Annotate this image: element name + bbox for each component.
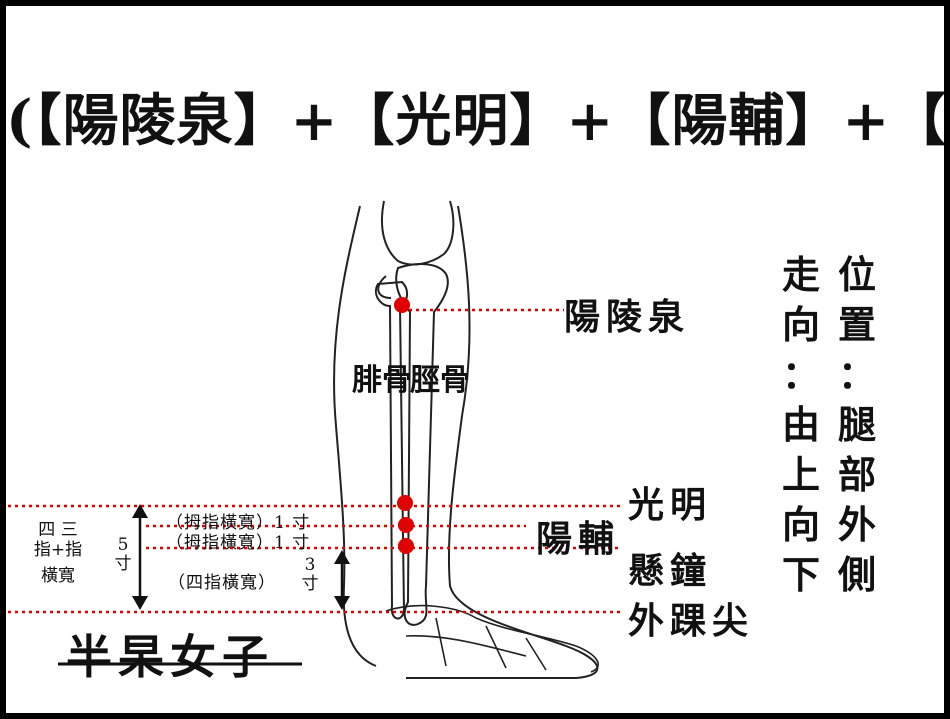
label-four-finger: （四指橫寬） xyxy=(168,573,276,593)
label-thumb-width-1: （拇指橫寬）1 寸 xyxy=(166,513,311,533)
finger-group-mid: 指+指 xyxy=(33,540,83,560)
info-direction-char: 向 xyxy=(781,302,820,347)
info-direction-char: 走 xyxy=(781,252,820,297)
info-position-char: 外 xyxy=(837,502,876,547)
finger-group-bottom: 橫寬 xyxy=(41,566,75,586)
diagram-title: (【陽陵泉】+【光明】+【陽輔】+【懸鐘】) xyxy=(6,88,944,154)
guide-lines xyxy=(8,308,622,614)
info-direction-char: 由 xyxy=(781,402,820,447)
info-position-char: 腿 xyxy=(837,402,876,447)
info-direction-char: ： xyxy=(781,352,820,397)
foot-bones xyxy=(385,604,599,673)
info-direction-char: 向 xyxy=(781,502,820,547)
point-guangming xyxy=(397,495,413,511)
info-position-char: 置 xyxy=(837,302,876,347)
leg-outline xyxy=(333,200,599,679)
point-xuanzhong xyxy=(398,538,414,554)
point-yangfu xyxy=(398,517,414,533)
label-finger-group: 四 三 指+指 橫寬 xyxy=(16,520,100,586)
label-thumb-width-2: （拇指橫寬）1 寸 xyxy=(166,533,311,553)
finger-group-top: 四 三 xyxy=(38,520,78,540)
label-fibula: 腓骨 xyxy=(352,363,412,398)
info-position-char: 側 xyxy=(837,552,876,597)
measure-arrows xyxy=(132,504,350,610)
diagram-frame: (【陽陵泉】+【光明】+【陽輔】+【懸鐘】) xyxy=(6,6,944,713)
info-position-char: 部 xyxy=(837,452,876,497)
label-three-cun: 3 寸 xyxy=(301,555,319,594)
info-direction-column: 走向：由上向下 xyxy=(779,250,823,600)
point-yanglingquan xyxy=(394,297,410,313)
info-position-column: 位置 ： 腿部外側 xyxy=(835,250,879,600)
label-five-cun: 5 寸 xyxy=(114,535,132,574)
info-direction-char: 下 xyxy=(781,552,820,597)
brand-logo: 半杲女子 xyxy=(66,630,274,684)
info-position-char: 位 xyxy=(837,252,876,297)
label-yangfu: 陽輔 xyxy=(536,518,621,560)
label-xuanzhong: 懸鐘 xyxy=(628,550,713,592)
fibula-bone xyxy=(374,280,408,620)
label-lateral-malleolus: 外踝尖 xyxy=(628,600,755,642)
leg-illustration xyxy=(8,200,622,679)
label-tibia: 脛骨 xyxy=(410,363,470,398)
label-guangming: 光明 xyxy=(628,484,713,526)
tibia-bone xyxy=(395,263,449,626)
info-direction-char: 上 xyxy=(781,452,820,497)
label-yanglingquan: 陽陵泉 xyxy=(564,296,691,338)
info-position-char: ： xyxy=(837,352,876,397)
acupoints xyxy=(394,297,414,554)
